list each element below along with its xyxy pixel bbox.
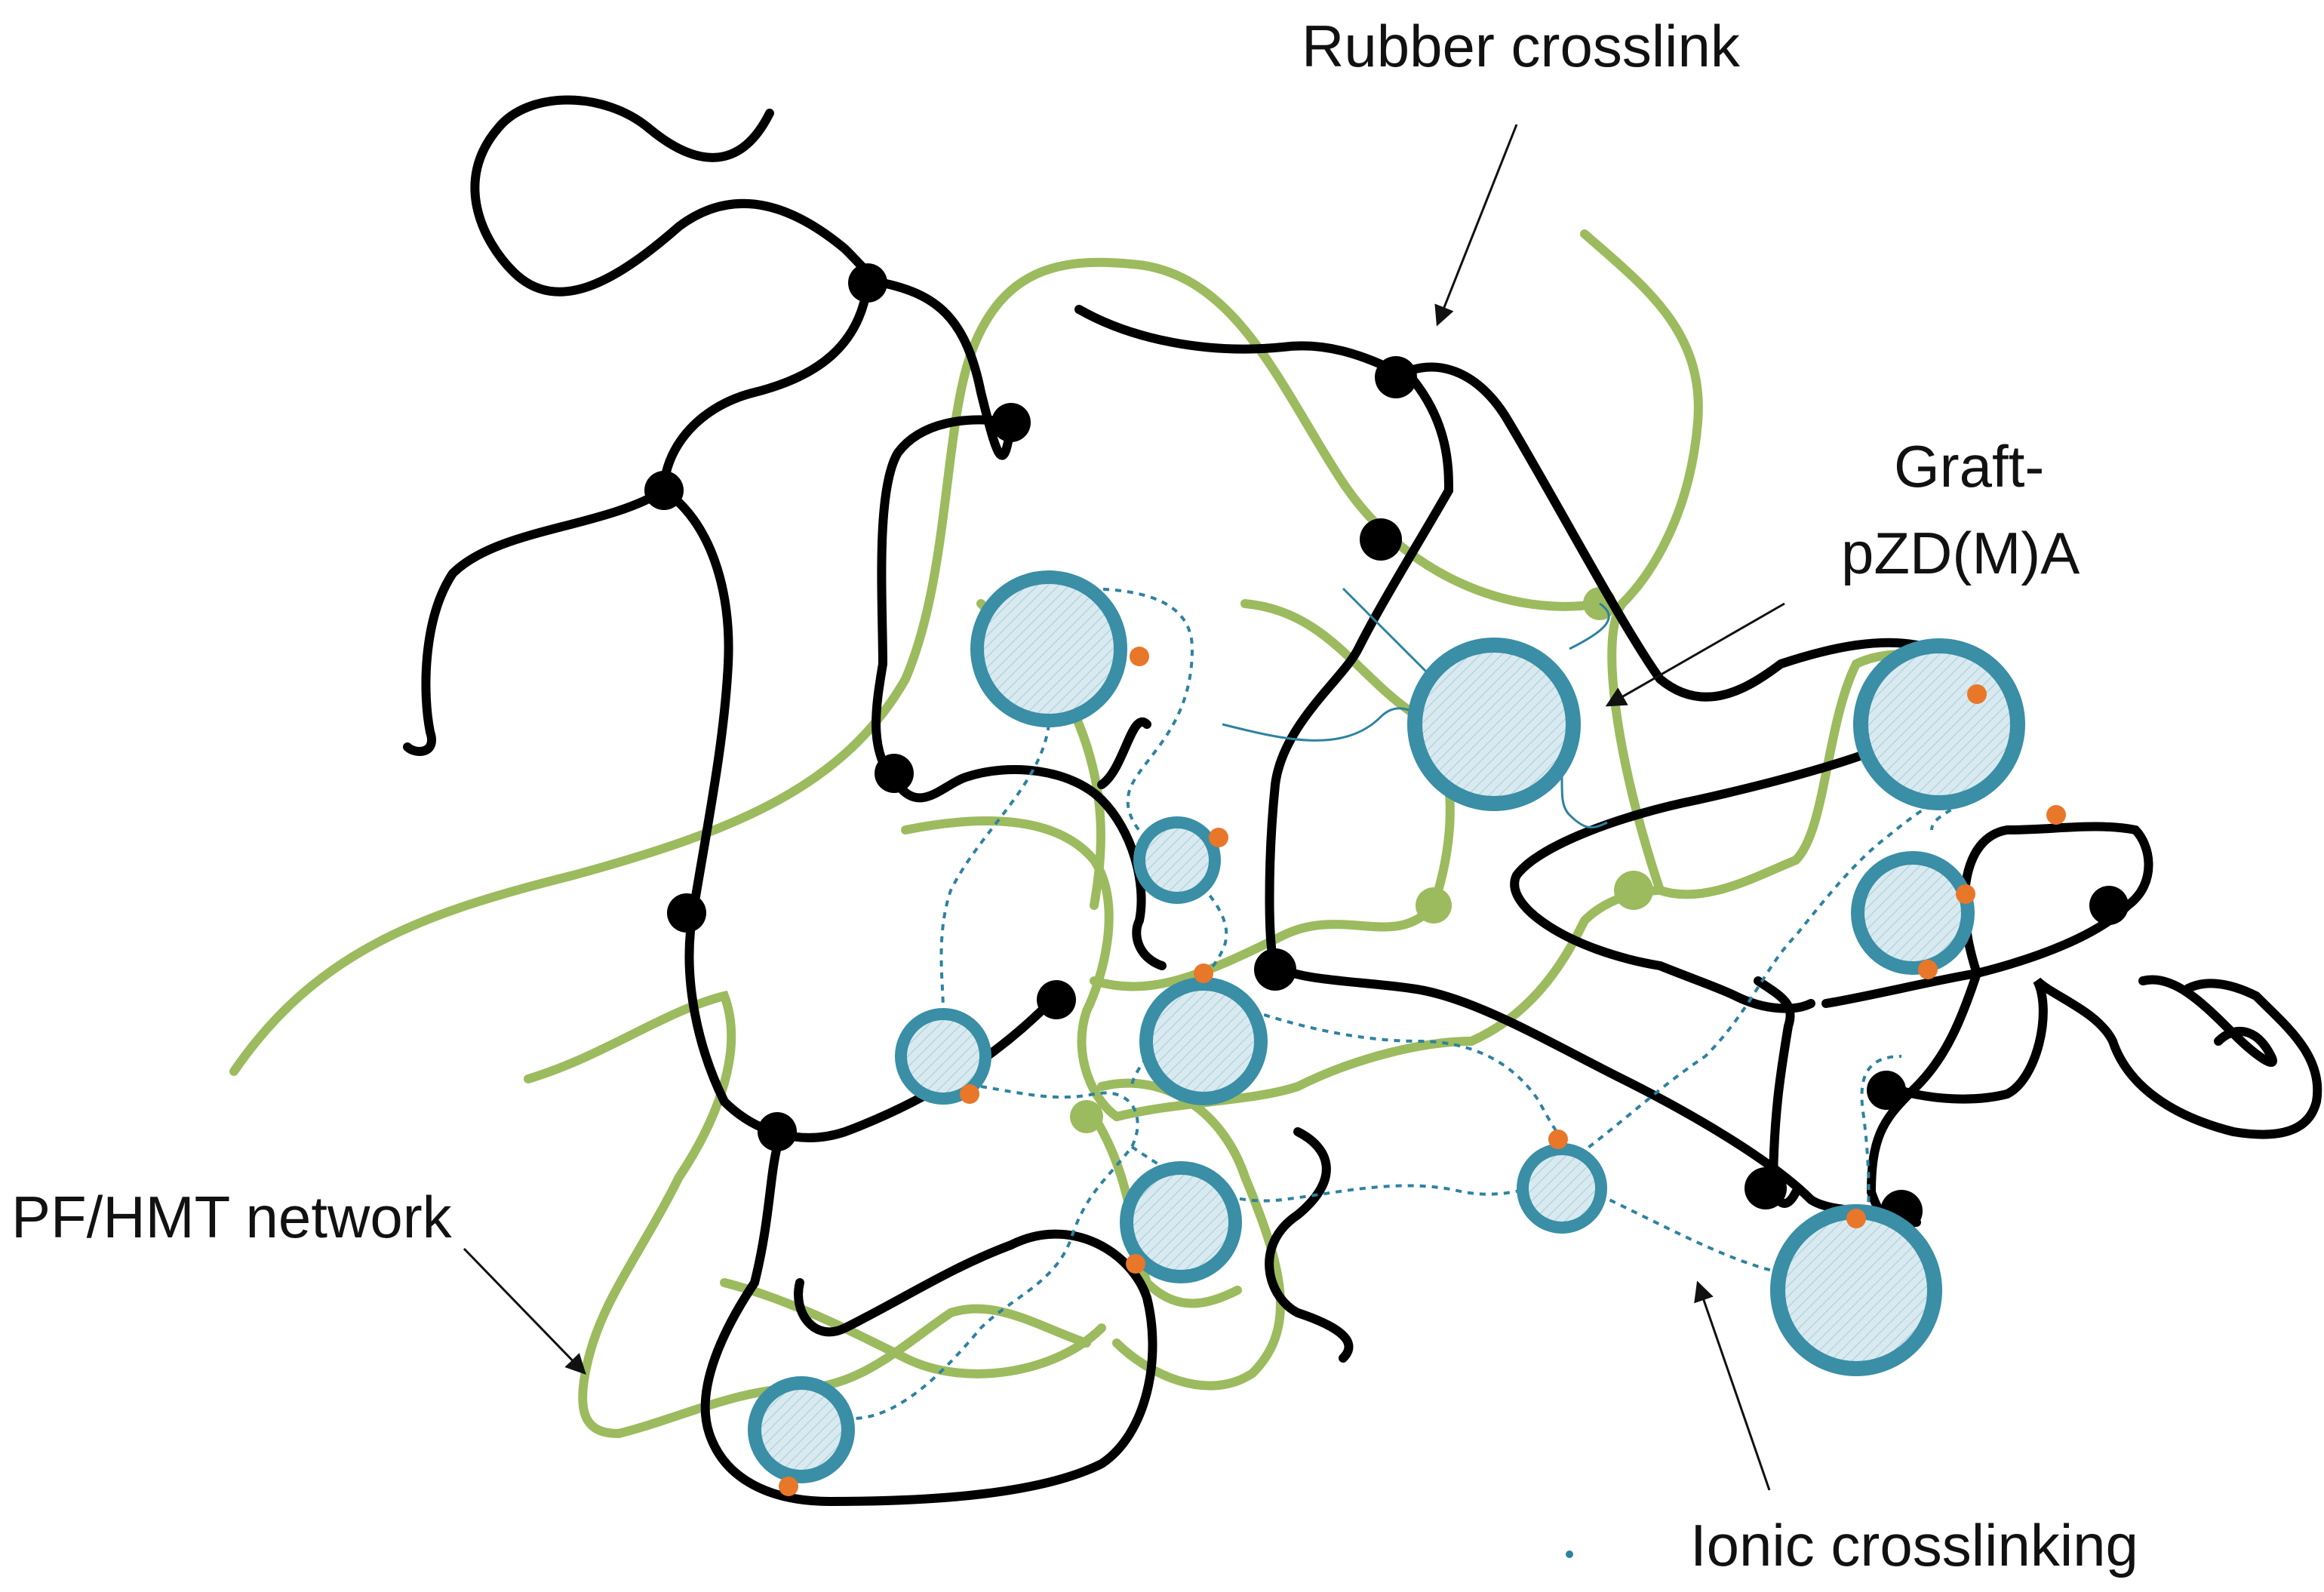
graft-arrow: [1605, 602, 1785, 707]
pf-hmt-junctions: [1070, 587, 1653, 1133]
ionic-site: [960, 1084, 979, 1104]
rubber-crosslink-node: [875, 754, 914, 793]
ionic-site: [1956, 884, 1975, 904]
particle: [1139, 977, 1268, 1105]
particle: [1770, 1204, 1942, 1376]
ionic-site: [1126, 1254, 1145, 1274]
ionic-arrow: [1694, 1280, 1771, 1491]
rubber-crosslink-node: [758, 1112, 797, 1151]
rubber-crosslink-node: [1867, 1071, 1906, 1110]
pf-hmt-chains: [229, 229, 1981, 1439]
particle: [1120, 1161, 1242, 1283]
label-graft-line1: Graft-: [1894, 433, 2044, 499]
particle: [1851, 851, 1975, 975]
ionic-site: [1548, 1129, 1568, 1149]
rubber-crosslink-node: [1254, 948, 1296, 991]
particle: [1517, 1143, 1607, 1234]
pf-hmt-arrow: [463, 1247, 586, 1375]
rubber-crosslink-node: [1745, 1167, 1787, 1209]
ionic-site: [1209, 828, 1228, 847]
pf-hmt-junction: [1614, 871, 1653, 910]
rubber-crosslink-node: [848, 263, 887, 303]
particle: [748, 1376, 855, 1483]
label-ionic-crosslinking: Ionic crosslinking: [1690, 1512, 2138, 1578]
ionic-legend-dot: [1566, 1551, 1573, 1558]
label-rubber-crosslink: Rubber crosslink: [1302, 13, 1741, 79]
ionic-site: [1130, 647, 1149, 666]
pf-hmt-junction: [1070, 1100, 1103, 1133]
ionic-site: [1846, 1209, 1866, 1228]
rubber-crosslink-node: [1037, 980, 1076, 1019]
particles: [748, 570, 2025, 1483]
rubber-crosslink-node: [1360, 518, 1402, 561]
particle: [970, 570, 1127, 727]
rubber-crosslink-node: [644, 471, 684, 510]
ionic-site: [2046, 805, 2066, 825]
pf-hmt-junction: [1416, 887, 1452, 924]
rubber-crosslink-arrow: [1434, 124, 1518, 327]
particle: [1853, 638, 2025, 810]
rubber-crosslink-node: [1375, 356, 1417, 398]
rubber-crosslink-node: [991, 403, 1031, 442]
ionic-site: [1967, 684, 1987, 704]
ionic-site: [779, 1477, 798, 1496]
particle: [895, 1008, 991, 1105]
ionic-site: [1194, 963, 1213, 983]
particle: [1133, 816, 1221, 904]
label-pf-hmt-network: PF/HMT network: [11, 1184, 453, 1250]
particle: [1407, 638, 1581, 811]
ionic-sites: [779, 647, 2066, 1496]
rubber-crosslink-node: [667, 893, 706, 933]
rubber-crosslink-node: [2089, 886, 2129, 925]
rubber-chains: [403, 95, 2322, 1507]
label-graft-line2: pZD(M)A: [1841, 520, 2080, 586]
ionic-site: [1918, 960, 1938, 979]
annotations: Rubber crosslink Graft- pZD(M)A PF/HMT n…: [11, 13, 2138, 1578]
rubber-crosslinks: [644, 263, 2129, 1232]
